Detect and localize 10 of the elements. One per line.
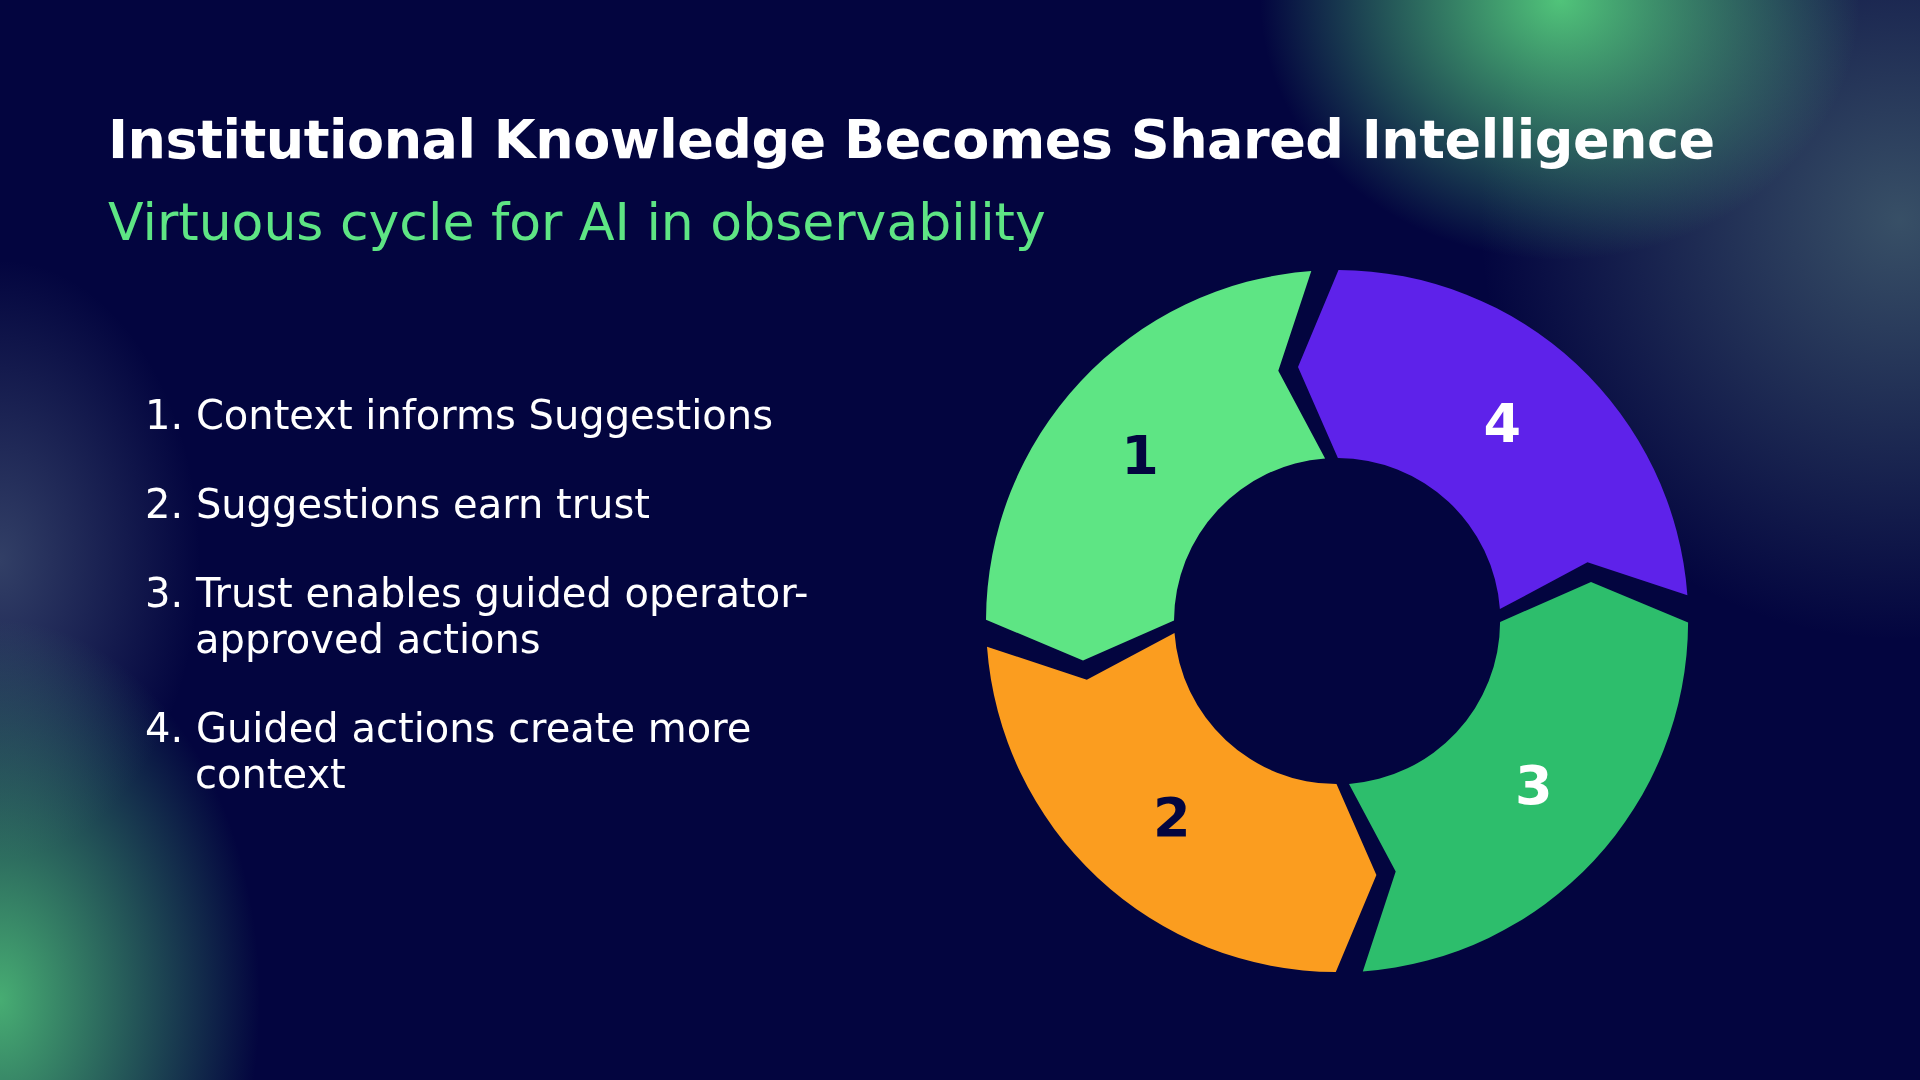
step-number: 1 [1121, 428, 1159, 483]
list-item: 2. Suggestions earn trust [145, 481, 651, 527]
step-number: 2 [1153, 790, 1191, 845]
step-number: 3 [1515, 759, 1553, 814]
step-number: 4 [1483, 397, 1521, 452]
subtitle: Virtuous cycle for AI in observability [108, 192, 1046, 252]
list-item: 4. Guided actions create more context [145, 705, 753, 797]
slide-title: Institutional Knowledge Becomes Shared Intelligence [108, 108, 1715, 171]
list-item: 3. Trust enables guided operator-approved actions [145, 570, 810, 662]
list-item: 1. Context informs Suggestions [145, 392, 774, 438]
